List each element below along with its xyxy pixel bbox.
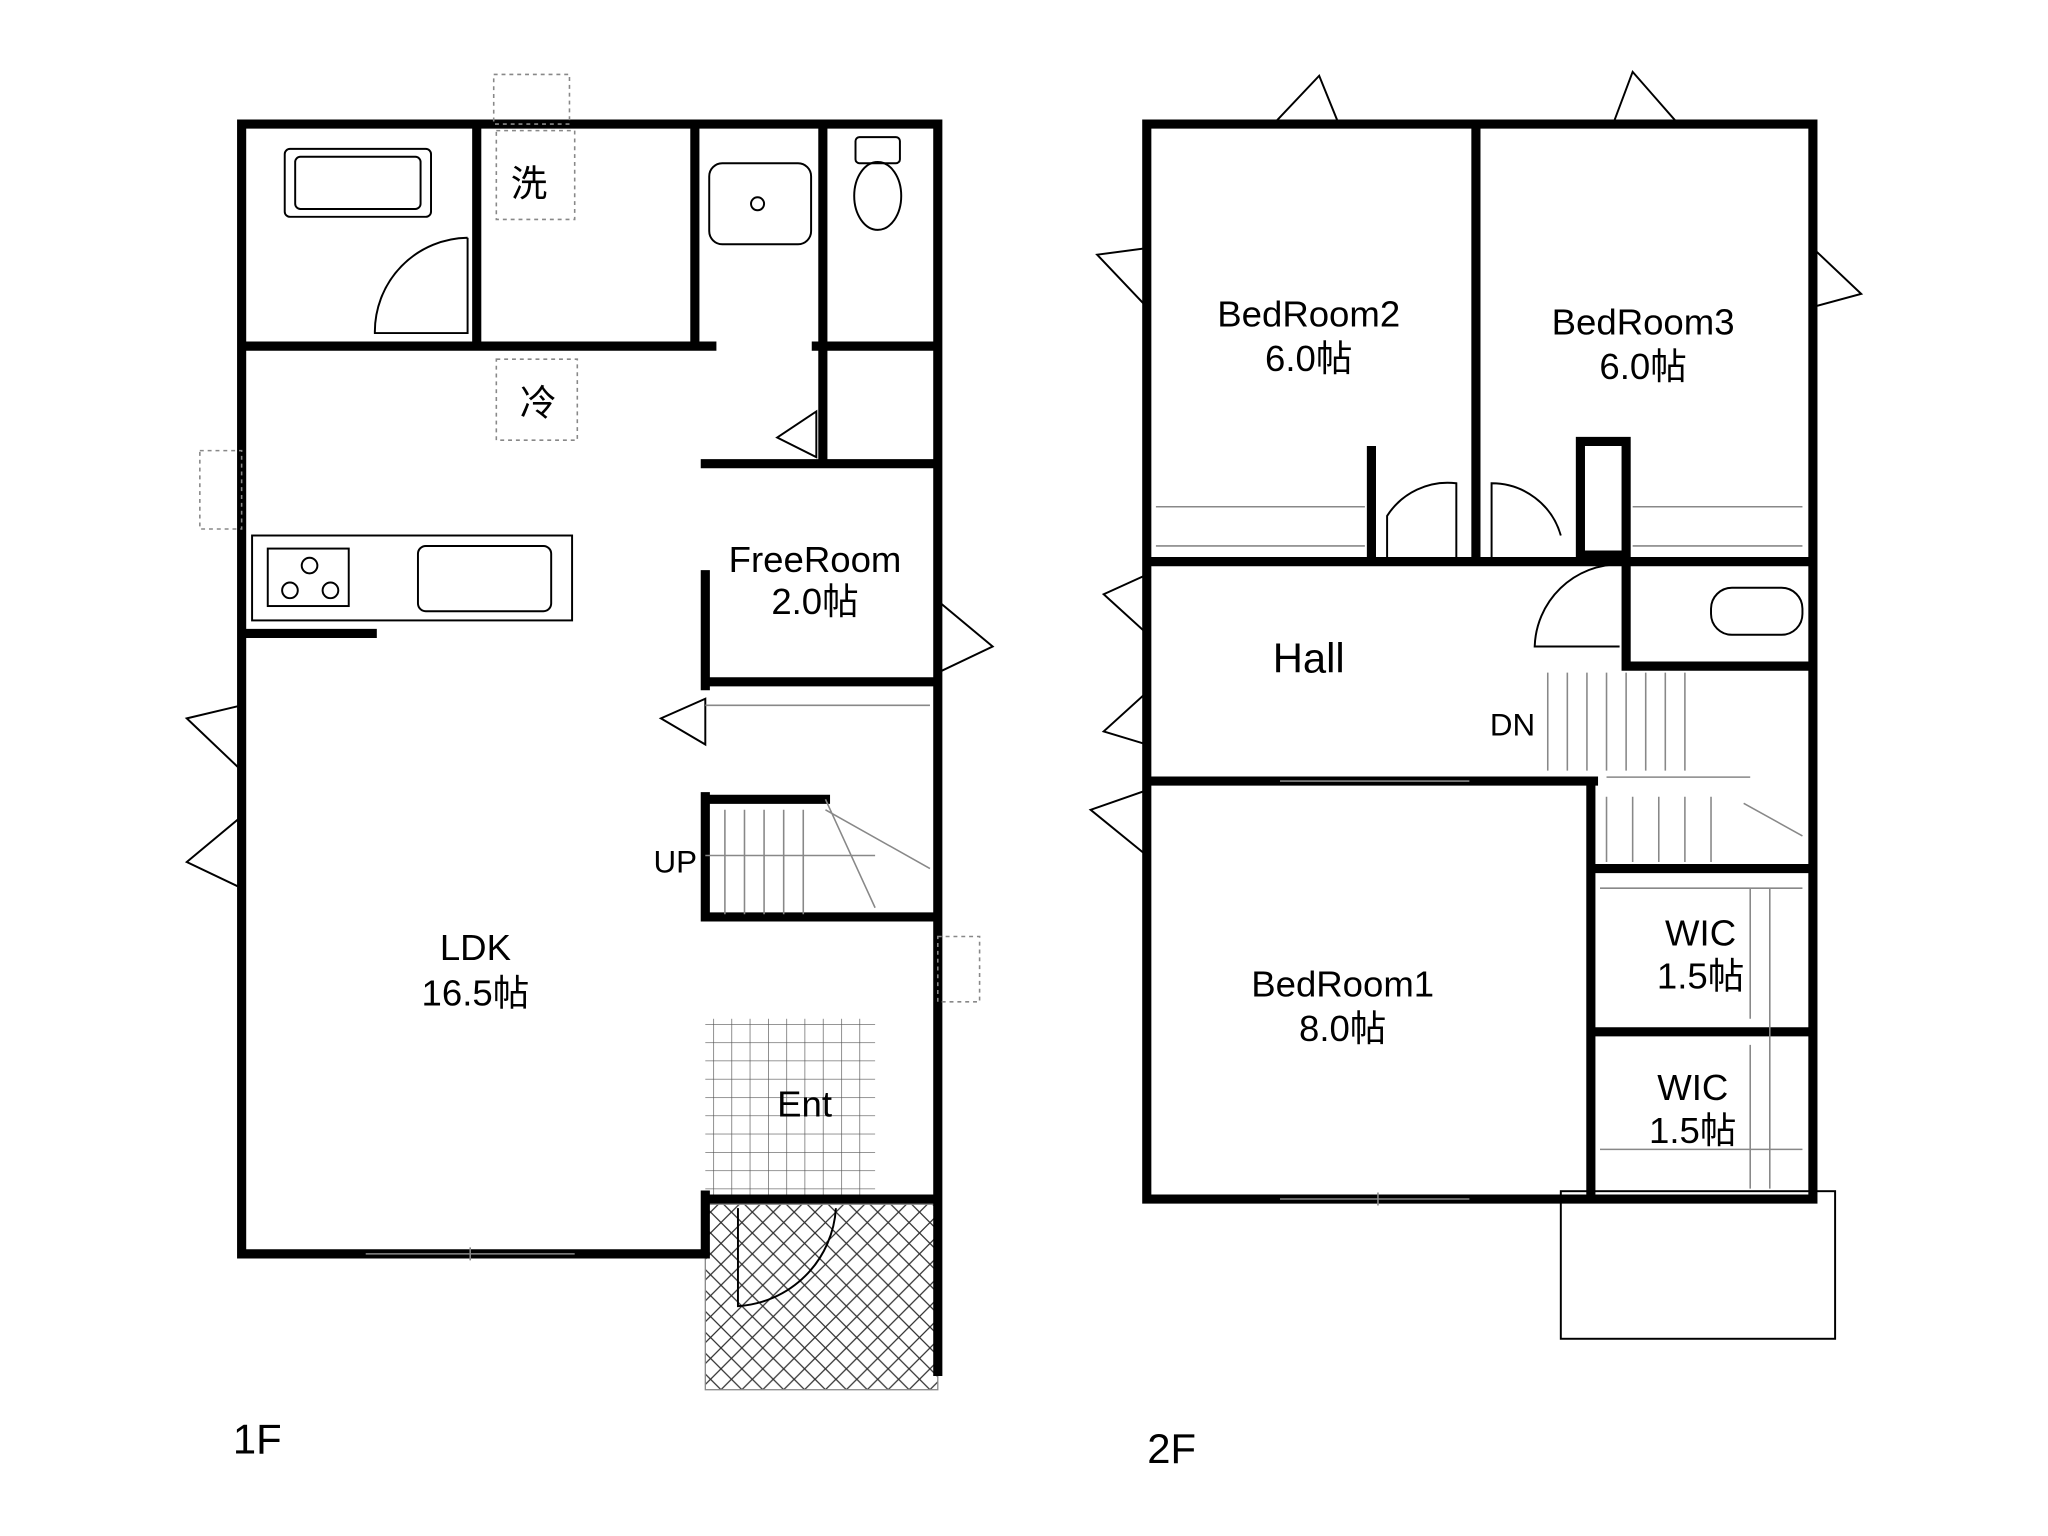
interior-doors[interactable] xyxy=(1386,481,1620,648)
toilet-icon-2f xyxy=(1710,586,1804,636)
entrance-label: Ent xyxy=(777,1084,832,1125)
floor-1-plan: 洗 冷 FreeRoom 2.0帖 LDK 16.5帖 UP Ent 1F xyxy=(184,73,995,1463)
bedroom2-name: BedRoom2 xyxy=(1217,294,1400,335)
window-ent xyxy=(937,935,981,1003)
bedroom3-size: 6.0帖 xyxy=(1599,346,1686,387)
floor-2-plan: BedRoom2 6.0帖 BedRoom3 6.0帖 Hall DN BedR… xyxy=(1088,69,1864,1472)
door-swings xyxy=(184,409,995,890)
washer-space xyxy=(495,129,576,221)
hall-label: Hall xyxy=(1273,635,1345,682)
bedroom2-size: 6.0帖 xyxy=(1265,338,1352,379)
fridge-space xyxy=(495,358,579,441)
wic1-size: 1.5帖 xyxy=(1657,956,1744,997)
freeroom-size: 2.0帖 xyxy=(771,581,858,622)
laundry-label: 洗 xyxy=(511,163,548,204)
window-swings xyxy=(1088,69,1864,858)
bedroom3-name: BedRoom3 xyxy=(1552,301,1735,342)
kitchen-counter xyxy=(251,534,574,622)
wic2-size: 1.5帖 xyxy=(1649,1110,1736,1151)
wic1-name: WIC xyxy=(1665,913,1736,954)
bath-door[interactable] xyxy=(373,236,469,335)
freeroom-name: FreeRoom xyxy=(729,539,902,580)
ldk-name: LDK xyxy=(440,927,511,968)
entrance-door[interactable] xyxy=(736,1208,837,1308)
entrance-tiles xyxy=(705,1018,876,1196)
washbasin-icon xyxy=(708,162,813,246)
floor-2-title: 2F xyxy=(1147,1425,1196,1472)
bathtub-icon xyxy=(283,147,432,218)
ldk-size: 16.5帖 xyxy=(422,973,530,1014)
stove-icon xyxy=(266,547,350,608)
fridge-label: 冷 xyxy=(520,382,557,423)
toilet-icon xyxy=(853,160,903,231)
stairs-down-label: DN xyxy=(1490,707,1535,742)
wic2-name: WIC xyxy=(1657,1067,1728,1108)
porch xyxy=(704,1203,939,1391)
bedroom1-name: BedRoom1 xyxy=(1251,964,1434,1005)
floor-1-title: 1F xyxy=(233,1416,282,1463)
window-kitchen xyxy=(199,449,243,530)
sink-icon xyxy=(416,544,553,613)
stairs-up-label: UP xyxy=(653,844,697,879)
bedroom1-size: 8.0帖 xyxy=(1299,1008,1386,1049)
balcony xyxy=(1559,1190,1837,1340)
window-bath xyxy=(492,73,571,125)
